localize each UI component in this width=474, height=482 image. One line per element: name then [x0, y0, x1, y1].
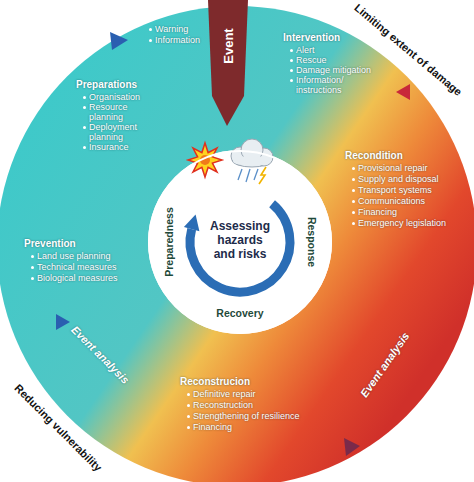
measure-item-slot: Biological measures — [30, 273, 118, 283]
phase-label: Recovery — [216, 307, 263, 320]
circle-outline — [149, 151, 331, 333]
rain-line — [246, 169, 250, 182]
section-heading: Prevention — [24, 238, 76, 250]
measure-item-slot: Supply and disposal — [351, 174, 439, 184]
measure-item: Definitive repair — [186, 389, 256, 399]
measure-item: Land use planning — [30, 251, 111, 261]
measure-item: Information — [148, 35, 200, 45]
measure-item: Information/ instructions — [289, 75, 354, 95]
marker-triangle — [110, 32, 128, 50]
measure-item: Transport systems — [351, 185, 432, 195]
measure-item-slot: Information — [148, 35, 200, 45]
event-analysis-label-slot: Event analysis — [68, 323, 131, 386]
measure-item-slot: Provisional repair — [351, 163, 428, 173]
outer-label-slot: Reducing vulnerability — [12, 382, 105, 475]
measure-item: Reconstruction — [186, 400, 253, 410]
outer-label: Reducing vulnerability — [12, 382, 105, 475]
phase-label-slot: Recovery — [216, 307, 263, 320]
rain-line — [254, 169, 258, 180]
cycle-arrowhead — [184, 215, 200, 232]
event-analysis-label-slot: Event analysis — [358, 330, 412, 400]
measure-item: Technical measures — [30, 262, 117, 272]
event-label-slot: Event — [221, 28, 236, 63]
measure-item-slot: Warning — [148, 24, 188, 34]
measure-item: Organisation — [82, 92, 140, 102]
measure-item-slot: Rescue — [289, 55, 327, 65]
measure-item: Deployment planning — [82, 122, 147, 142]
measure-item-slot: Resource planning — [82, 102, 147, 122]
section-heading: Intervention — [283, 32, 340, 44]
measure-item: Financing — [351, 207, 397, 217]
measure-item: Damage mitigation — [289, 65, 371, 75]
measure-item-slot: Financing — [186, 422, 232, 432]
measure-item: Resource planning — [82, 102, 147, 122]
measure-item: Alert — [289, 45, 315, 55]
center-title-slot: Assessing hazards and risks — [208, 219, 272, 261]
event-analysis-label: Event analysis — [358, 330, 412, 400]
event-label: Event — [221, 28, 236, 63]
explosion-symbol — [188, 143, 222, 177]
assessment-circle: Assessing hazards and risksPreparednessR… — [148, 150, 332, 334]
inner-disc — [148, 150, 332, 334]
measure-item: Insurance — [82, 142, 129, 152]
phase-label-slot: Preparedness — [163, 207, 176, 276]
measure-item-slot: Definitive repair — [186, 389, 256, 399]
measure-item: Warning — [148, 24, 188, 34]
measure-item: Provisional repair — [351, 163, 428, 173]
lightning-symbol — [259, 167, 266, 184]
cycle-arrow — [190, 204, 290, 292]
measure-item: Financing — [186, 422, 232, 432]
measure-item-slot: Emergency legislation — [351, 218, 446, 228]
measure-item-slot: Insurance — [82, 142, 129, 152]
section-heading-slot: Recondition — [345, 150, 403, 162]
section-heading-slot: Reconstrucion — [180, 376, 250, 388]
measure-item-slot: Damage mitigation — [289, 65, 371, 75]
phase-label: Response — [305, 217, 318, 267]
measure-item-slot: Information/ instructions — [289, 75, 354, 95]
section-heading: Preparations — [76, 79, 137, 91]
event-arrow: Event — [206, 0, 250, 128]
phase-label: Preparedness — [163, 207, 176, 276]
measure-item-slot: Alert — [289, 45, 315, 55]
section-heading-slot: Intervention — [283, 32, 340, 44]
measure-item-slot: Strengthening of resilience — [186, 411, 300, 421]
measure-item: Strengthening of resilience — [186, 411, 300, 421]
measure-item: Rescue — [289, 55, 327, 65]
section-heading-slot: Preparations — [76, 79, 137, 91]
measure-item: Supply and disposal — [351, 174, 439, 184]
marker-triangle — [344, 438, 360, 456]
measure-item-slot: Financing — [351, 207, 397, 217]
measure-item-slot: Land use planning — [30, 251, 111, 261]
section-heading-slot: Prevention — [24, 238, 76, 250]
marker-triangle — [56, 314, 70, 330]
outer-label: Limiting extent of damage — [352, 1, 465, 99]
measure-item: Biological measures — [30, 273, 118, 283]
section-heading: Reconstrucion — [180, 376, 250, 388]
measure-item-slot: Technical measures — [30, 262, 117, 272]
event-analysis-label: Event analysis — [68, 323, 131, 386]
outer-label-slot: Limiting extent of damage — [352, 1, 465, 99]
section-heading: Recondition — [345, 150, 403, 162]
cloud-symbol — [233, 156, 271, 166]
measure-item-slot: Communications — [351, 196, 425, 206]
rain-line — [238, 169, 242, 180]
marker-triangle — [396, 84, 410, 100]
event-arrow-outline — [206, 0, 250, 128]
measure-item-slot: Deployment planning — [82, 122, 147, 142]
measure-item: Emergency legislation — [351, 218, 446, 228]
phase-label-slot: Response — [305, 217, 318, 267]
measure-item: Communications — [351, 196, 425, 206]
measure-item-slot: Organisation — [82, 92, 140, 102]
measure-item-slot: Transport systems — [351, 185, 432, 195]
center-title: Assessing hazards and risks — [208, 219, 272, 261]
measure-item-slot: Reconstruction — [186, 400, 253, 410]
event-band — [208, 0, 248, 126]
